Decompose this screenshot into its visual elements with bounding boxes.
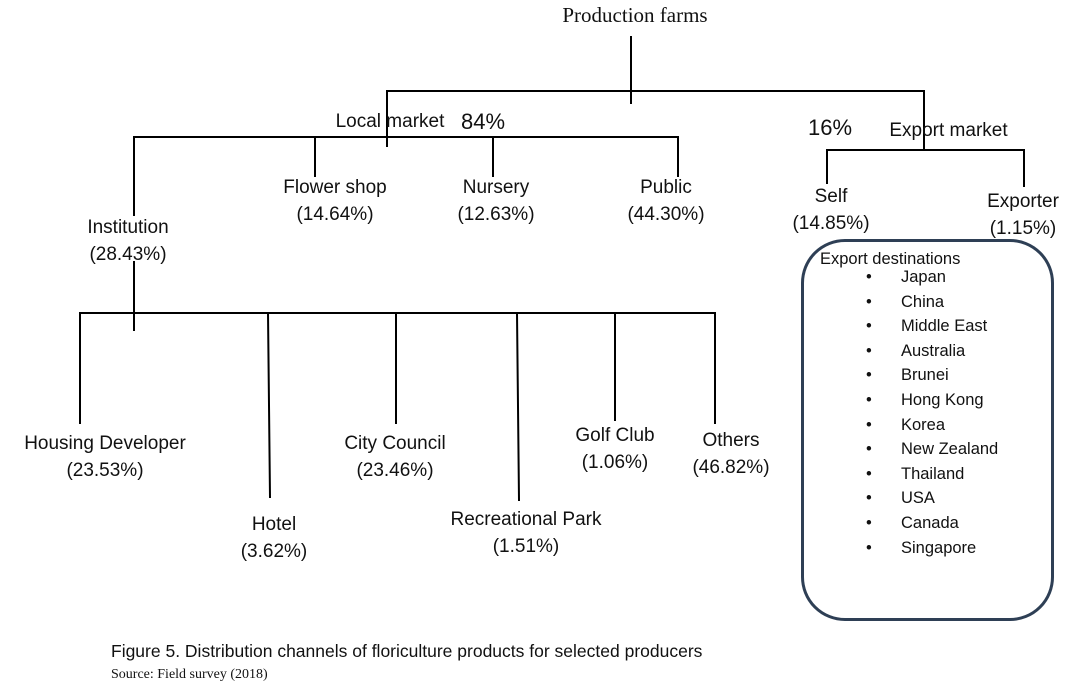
export-destination-item: Japan [860, 265, 998, 290]
housing-developer-share: (23.53%) [66, 460, 144, 481]
export-destination-item: Singapore [860, 536, 998, 561]
institution-share: (28.43%) [89, 244, 167, 265]
node-local-market: Local market [335, 111, 445, 132]
export-destinations-list: JapanChinaMiddle EastAustraliaBruneiHong… [860, 265, 998, 560]
node-self: Self (14.85%) [776, 183, 886, 237]
others-name: Others [702, 430, 760, 451]
public-share: (44.30%) [627, 204, 705, 225]
node-housing-developer: Housing Developer (23.53%) [0, 430, 210, 484]
flower-shop-share: (14.64%) [296, 204, 374, 225]
node-institution: Institution (28.43%) [58, 214, 198, 268]
figure-source: Source: Field survey (2018) [111, 667, 268, 682]
node-flower-shop: Flower shop (14.64%) [260, 174, 410, 228]
exporter-share: (1.15%) [989, 218, 1057, 239]
export-destination-item: China [860, 290, 998, 315]
nursery-share: (12.63%) [457, 204, 535, 225]
nursery-name: Nursery [462, 177, 530, 198]
flower-shop-name: Flower shop [283, 177, 387, 198]
export-destination-item: New Zealand [860, 437, 998, 462]
node-hotel: Hotel (3.62%) [222, 511, 326, 565]
housing-developer-name: Housing Developer [24, 433, 186, 454]
node-city-council: City Council (23.46%) [322, 430, 468, 484]
export-destination-item: Canada [860, 511, 998, 536]
hotel-name: Hotel [251, 514, 297, 535]
export-destination-item: Australia [860, 339, 998, 364]
node-recreational-park: Recreational Park (1.51%) [432, 506, 620, 560]
golf-club-name: Golf Club [575, 425, 655, 446]
public-name: Public [640, 177, 692, 198]
recreational-park-name: Recreational Park [450, 509, 602, 530]
export-destination-item: Thailand [860, 462, 998, 487]
connector-hotel-stem [266, 311, 272, 499]
connector-recpark-stem [515, 311, 521, 502]
others-share: (46.82%) [692, 457, 770, 478]
export-destination-item: Hong Kong [860, 388, 998, 413]
node-others: Others (46.82%) [680, 427, 782, 481]
self-name: Self [814, 186, 848, 207]
local-market-share: 84% [460, 109, 506, 134]
node-public: Public (44.30%) [610, 174, 722, 228]
node-nursery: Nursery (12.63%) [440, 174, 552, 228]
export-destinations-title: Export destinations [820, 250, 961, 268]
export-destination-item: Brunei [860, 363, 998, 388]
city-council-name: City Council [344, 433, 446, 454]
institution-name: Institution [87, 217, 169, 238]
node-export-market: Export market [889, 120, 1008, 141]
export-destination-item: USA [860, 486, 998, 511]
node-exporter: Exporter (1.15%) [968, 188, 1078, 242]
export-destination-item: Middle East [860, 314, 998, 339]
figure-caption: Figure 5. Distribution channels of flori… [111, 641, 703, 661]
golf-club-share: (1.06%) [581, 452, 649, 473]
self-share: (14.85%) [792, 213, 870, 234]
node-golf-club: Golf Club (1.06%) [557, 422, 673, 476]
node-production-farms: Production farms [562, 3, 708, 27]
export-destination-item: Korea [860, 413, 998, 438]
export-market-share: 16% [807, 115, 853, 140]
city-council-share: (23.46%) [356, 460, 434, 481]
export-destinations-box [801, 239, 1054, 621]
recreational-park-share: (1.51%) [492, 536, 560, 557]
hotel-share: (3.62%) [240, 541, 308, 562]
exporter-name: Exporter [987, 191, 1059, 212]
